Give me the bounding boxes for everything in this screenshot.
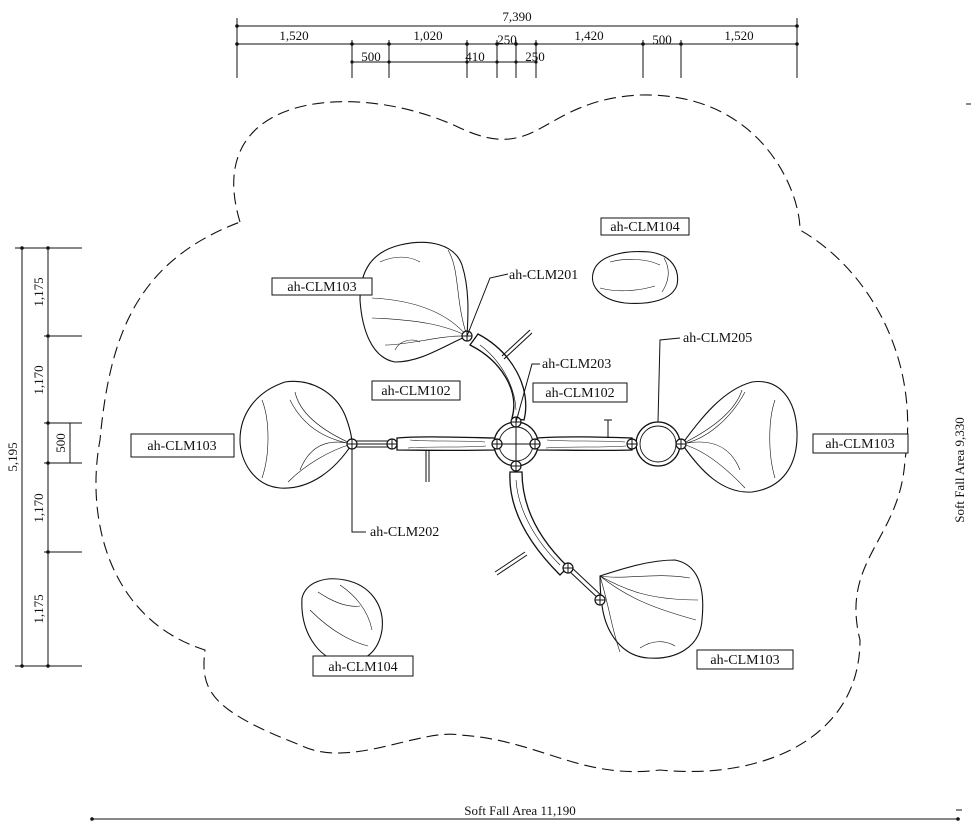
leader-lines	[351, 273, 681, 533]
dim-lower-2: 410	[465, 49, 485, 64]
callout-clm205: ah-CLM205	[683, 331, 752, 346]
callout-clm102-left: ah-CLM102	[371, 380, 461, 401]
rock-top-right	[592, 251, 679, 304]
callout-clm102-right: ah-CLM102	[532, 382, 628, 403]
svg-text:ah-CLM103: ah-CLM103	[287, 280, 356, 295]
svg-text:ah-CLM205: ah-CLM205	[683, 331, 752, 346]
rock-bottom-left	[301, 578, 383, 664]
dim-upper-1: 1,520	[279, 28, 308, 43]
left-dimension-chain: 1,175 1,170 500 1,170 1,175	[31, 246, 82, 668]
dim-upper-4: 1,420	[574, 28, 603, 43]
callout-clm103-bottomright: ah-CLM103	[696, 649, 794, 670]
dim-left-1: 1,175	[31, 277, 46, 306]
log-lower-curved	[494, 471, 604, 601]
rock-left	[239, 380, 353, 489]
dim-upper-6: 1,520	[724, 28, 753, 43]
dim-left-4: 1,170	[31, 493, 46, 522]
dim-lower-3: 250	[525, 49, 545, 64]
top-dimension-overall: 7,390	[235, 9, 799, 48]
svg-text:ah-CLM104: ah-CLM104	[328, 660, 397, 675]
dim-overall-width: 7,390	[502, 9, 531, 24]
callout-clm104-bottom: ah-CLM104	[312, 655, 414, 677]
log-upper-curved	[469, 329, 533, 421]
rock-bottom-right	[599, 559, 704, 659]
svg-text:ah-CLM102: ah-CLM102	[545, 386, 614, 401]
soft-fall-boundary	[95, 94, 909, 773]
top-dimension-lower-chain: 500 410 250	[350, 40, 545, 78]
callout-clm202: ah-CLM202	[370, 525, 439, 540]
dim-overall-height: 5,195	[5, 442, 20, 471]
callout-clm103-left: ah-CLM103	[130, 433, 235, 458]
dim-left-2: 1,170	[31, 365, 46, 394]
svg-text:ah-CLM104: ah-CLM104	[610, 220, 679, 235]
svg-text:ah-CLM103: ah-CLM103	[825, 437, 894, 452]
callout-clm103-topleft: ah-CLM103	[271, 277, 373, 296]
ring-element	[635, 421, 681, 467]
dim-upper-5: 500	[652, 32, 672, 47]
dim-lower-1: 500	[361, 49, 381, 64]
rock-right	[681, 381, 798, 493]
callout-clm201: ah-CLM201	[509, 268, 578, 283]
callout-clm103-right: ah-CLM103	[812, 433, 909, 454]
svg-text:ah-CLM103: ah-CLM103	[147, 439, 216, 454]
dim-left-3: 500	[53, 433, 68, 453]
dim-upper-3: 250	[497, 32, 517, 47]
log-left	[352, 436, 496, 482]
soft-fall-width-dimension: Soft Fall Area 11,190	[90, 803, 962, 821]
dim-left-5: 1,175	[31, 594, 46, 623]
svg-text:ah-CLM202: ah-CLM202	[370, 525, 439, 540]
soft-fall-height-dimension: Soft Fall Area 9,330	[952, 103, 971, 523]
rock-top-left	[359, 241, 469, 363]
top-dimension-upper-chain: 1,520 1,020 250 1,420 500 1,520	[235, 28, 799, 78]
soft-fall-height-label: Soft Fall Area 9,330	[952, 417, 967, 522]
callout-clm104-top: ah-CLM104	[600, 217, 690, 236]
svg-text:ah-CLM102: ah-CLM102	[381, 384, 450, 399]
soft-fall-width-label: Soft Fall Area 11,190	[464, 803, 575, 818]
callout-clm203: ah-CLM203	[542, 357, 611, 372]
svg-text:ah-CLM103: ah-CLM103	[710, 653, 779, 668]
svg-text:ah-CLM203: ah-CLM203	[542, 357, 611, 372]
svg-text:ah-CLM201: ah-CLM201	[509, 268, 578, 283]
dim-upper-2: 1,020	[413, 28, 442, 43]
